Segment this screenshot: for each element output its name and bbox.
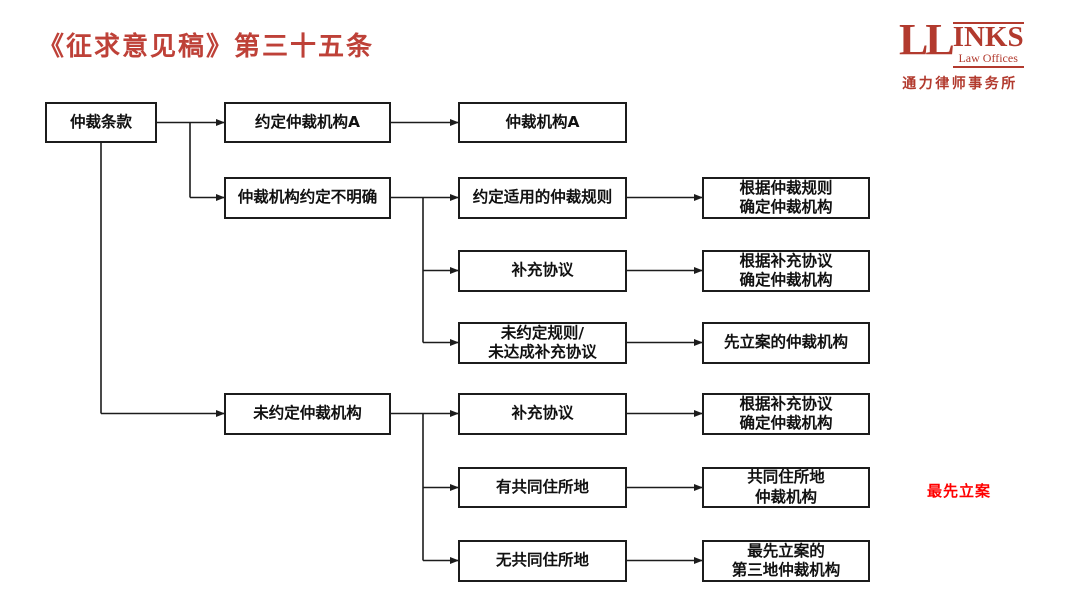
node-determine-by-rules: 根据仲裁规则 确定仲裁机构 [702, 177, 870, 219]
logo-inks-text: INKS [952, 21, 1024, 53]
logo-subtitle: Law Offices [952, 51, 1024, 69]
llinks-logo: LL INKS Law Offices 通力律师事务所 [899, 15, 1024, 93]
logo-chinese-name: 通力律师事务所 [902, 77, 1018, 93]
node-first-filed-institution: 先立案的仲裁机构 [702, 322, 870, 364]
page-title: 《征求意见稿》第三十五条 [38, 32, 375, 62]
node-first-filed-third-place: 最先立案的 第三地仲裁机构 [702, 540, 870, 582]
node-agreed-institution-a: 约定仲裁机构A [224, 102, 391, 143]
node-determine-by-supplement-1: 根据补充协议 确定仲裁机构 [702, 250, 870, 292]
node-institution-unclear: 仲裁机构约定不明确 [224, 177, 391, 219]
node-no-common-domicile: 无共同住所地 [458, 540, 627, 582]
node-arbitration-clause: 仲裁条款 [45, 102, 157, 143]
node-common-domicile-institution: 共同住所地 仲裁机构 [702, 467, 870, 508]
llinks-wordmark: LL INKS Law Offices [899, 15, 1024, 69]
node-institution-a: 仲裁机构A [458, 102, 627, 143]
node-agreed-rules: 约定适用的仲裁规则 [458, 177, 627, 219]
first-filing-annotation: 最先立案 [927, 482, 992, 500]
node-supplementary-agreement-1: 补充协议 [458, 250, 627, 292]
logo-ll-text: LL [899, 15, 955, 64]
node-determine-by-supplement-2: 根据补充协议 确定仲裁机构 [702, 393, 870, 435]
node-no-agreed-institution: 未约定仲裁机构 [224, 393, 391, 435]
node-common-domicile: 有共同住所地 [458, 467, 627, 508]
node-no-rules-no-supplement: 未约定规则/ 未达成补充协议 [458, 322, 627, 364]
node-supplementary-agreement-2: 补充协议 [458, 393, 627, 435]
